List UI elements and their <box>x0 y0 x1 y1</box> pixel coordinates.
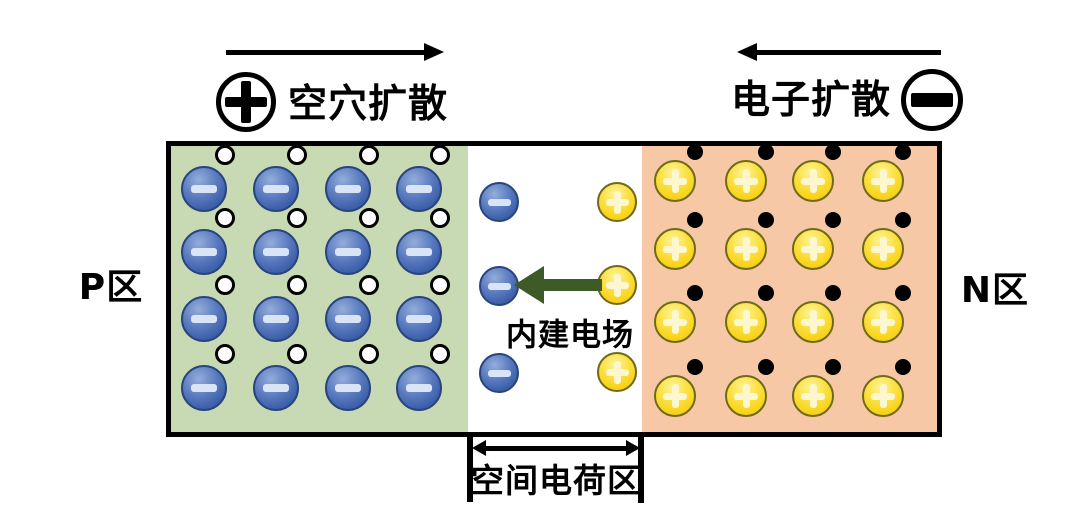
electron-diffusion-arrow <box>755 50 941 55</box>
p-region <box>171 146 468 432</box>
built-in-field-label: 内建电场 <box>506 317 634 354</box>
built-in-field-arrowhead <box>514 266 544 304</box>
plus-circle-icon <box>216 72 276 132</box>
space-charge-arrowhead-left <box>472 440 486 456</box>
space-charge-arrowhead-right <box>626 440 640 456</box>
p-region-label: P区 <box>78 267 144 308</box>
hole-diffusion-arrow <box>226 50 426 55</box>
hole-diffusion-label: 空穴扩散 <box>287 82 449 127</box>
bracket-right-line <box>638 431 644 503</box>
bracket-left-line <box>467 431 473 502</box>
minus-bar <box>911 93 953 107</box>
n-region-label: N区 <box>960 270 1030 311</box>
space-charge-region-label: 空间电荷区 <box>471 461 641 500</box>
electron-diffusion-arrowhead <box>737 43 757 61</box>
n-region <box>642 146 937 432</box>
space-charge-width-arrow <box>483 446 628 451</box>
hole-diffusion-arrowhead <box>424 43 444 61</box>
plus-v-bar <box>241 81 251 123</box>
built-in-field-arrow <box>542 279 602 291</box>
minus-circle-icon <box>901 69 963 131</box>
electron-diffusion-label: 电子扩散 <box>730 78 892 123</box>
